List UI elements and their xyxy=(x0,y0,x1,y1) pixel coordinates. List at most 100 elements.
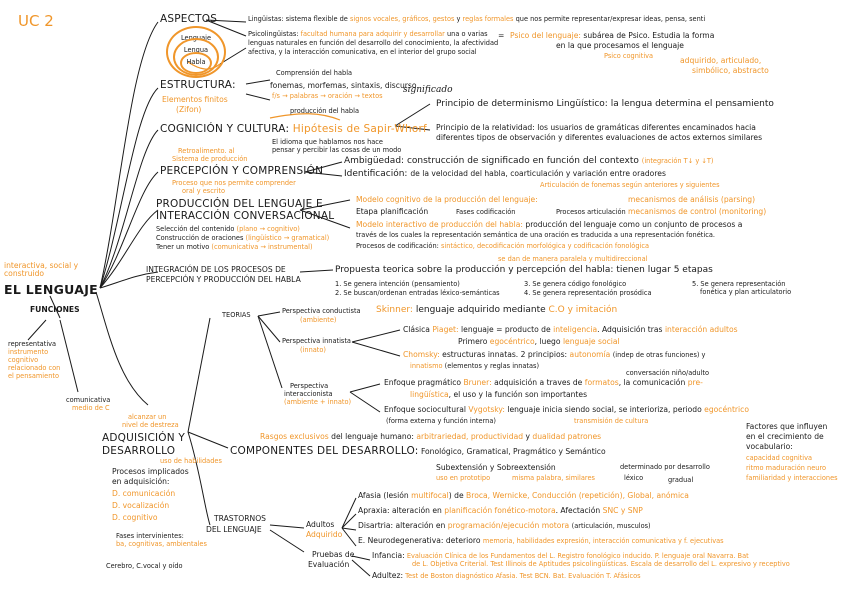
bruner-row: Enfoque pragmático Bruner: adquisición a… xyxy=(384,379,703,387)
infancia-label: Infancia: xyxy=(372,551,405,560)
aspectos-title: ASPECTOS xyxy=(160,13,218,25)
mecanismos-monitoring: mecanismos de control (monitoring) xyxy=(628,207,767,216)
linguistica-label: lingüística xyxy=(410,390,449,399)
disartria-articulacion: (articulación, musculos) xyxy=(571,522,651,530)
retroalimento-line-2: Sistema de producción xyxy=(172,155,248,163)
factor-ritmo: ritmo maduración neuro xyxy=(746,464,827,472)
neurodegenerativa-row: E. Neurodegenerativa: deterioro memoria,… xyxy=(358,537,724,545)
linguistas-reglas: reglas formales xyxy=(462,15,514,23)
extension-row: Subextensión y Sobreextensión xyxy=(436,464,556,472)
modelo-interactivo-text: producción del lenguaje como un conjunto… xyxy=(525,220,743,229)
factor-capacidad: capacidad cognitiva xyxy=(746,454,813,462)
cognicion-title: COGNICIÓN Y CULTURA: xyxy=(160,123,290,135)
rasgos-row: Rasgos exclusivos del lenguaje humano: a… xyxy=(260,433,601,441)
bruner-text-2: , la comunicación xyxy=(618,378,686,387)
lexico-label: léxico xyxy=(624,474,644,482)
principio-relatividad: Principio de la relatividad: los usuario… xyxy=(436,124,756,132)
chomsky-row: Chomsky: estructuras innatas. 2 principi… xyxy=(403,351,705,359)
integracion-title-1: INTEGRACIÓN DE LOS PROCESOS DE xyxy=(146,265,286,274)
vygotsky-forma: (forma externa y función interna) xyxy=(386,417,496,425)
construccion-label: Construcción de oraciones xyxy=(156,234,244,242)
skinner-label: Skinner: xyxy=(376,305,413,315)
innatista-innato: (innato) xyxy=(300,346,326,354)
enfoque-sociocultural: Enfoque sociocultural xyxy=(384,405,466,414)
egocentrico-vyg: egocéntrico xyxy=(704,405,749,414)
relatividad-line-2: diferentes tipos de observación y difere… xyxy=(436,133,763,142)
percepcion-title: PERCEPCIÓN Y COMPRENSIÓN xyxy=(160,165,324,177)
rasgos-text: del lenguaje humano: xyxy=(331,432,414,441)
afasia-label: Afasia (lesión xyxy=(358,491,409,500)
fases-title-2: ba, cognitivas, ambientales xyxy=(116,540,207,548)
integracion-step-3: 3. Se genera código fonológico xyxy=(524,280,627,288)
codificacion-o: sintáctico, decodificación morfológica y… xyxy=(440,242,650,250)
gradual-label: gradual xyxy=(668,476,694,484)
relatividad-label: Principio de la relatividad: xyxy=(436,123,535,132)
psicolinguistas-line-3: afectiva, y la interacción comunicativa,… xyxy=(248,48,477,56)
elementos-finitos: Elementos finitos xyxy=(162,95,228,104)
root-note-text: interactiva, social y construido xyxy=(4,261,79,278)
piaget-label: Piaget: xyxy=(432,325,459,334)
adquirido-label: Adquirido xyxy=(306,530,343,539)
factores-line-2: en el crecimiento de xyxy=(746,432,824,441)
afasia-de: ) de xyxy=(448,491,464,500)
percepcion-sub-2: oral y escrito xyxy=(182,187,225,195)
linguistas-end: que nos permite representar/expresar ide… xyxy=(515,15,706,23)
adultez-label: Adultez: xyxy=(372,571,403,580)
psicolinguistas-label: Psicolingüistas: xyxy=(248,30,299,38)
unit-heading: UC 2 xyxy=(18,12,54,30)
perspectiva-conductista: Perspectiva conductista xyxy=(282,307,361,315)
neuro-memoria: memoria, habilidades expresión, interacc… xyxy=(482,537,724,545)
factores-line-3: vocabulario: xyxy=(746,442,793,451)
ambiguedad-text: construcción de significado en función d… xyxy=(406,156,639,166)
pruebas-line-1: Pruebas de xyxy=(312,550,355,559)
transmision-cultura: transmisión de cultura xyxy=(574,417,649,425)
determinismo-label: Principio de determinismo Lingüístico: xyxy=(436,99,608,109)
estructura-title: ESTRUCTURA: xyxy=(160,79,236,91)
conductista-ambiente: (ambiente) xyxy=(300,316,337,324)
ambiguedad-integracion: (integración T↓ y ↓T) xyxy=(641,157,714,165)
chomsky-label: Chomsky: xyxy=(403,350,440,359)
produccion-title-1: PRODUCCIÓN DEL LENGUAJE E xyxy=(156,198,323,210)
trastornos-title-1: TRASTORNOS xyxy=(214,514,266,523)
cognicion-note-2: pensar y percibir las cosas de un modo xyxy=(272,146,402,154)
afasia-tipos: Broca, Wernicke, Conducción (repetición)… xyxy=(466,491,689,500)
funcion-rep-line-2: instrumento xyxy=(8,348,49,356)
root-note: interactiva, social y construido xyxy=(4,262,104,278)
etapa-planificacion: Etapa planificación xyxy=(356,207,429,216)
innatismo-label: innatismo xyxy=(410,362,443,370)
disartria-row: Disartria: alteración en programación/ej… xyxy=(358,522,651,530)
modelo-interactivo: Modelo interactivo de producción del hab… xyxy=(356,221,742,229)
apraxia-snc: SNC y SNP xyxy=(602,506,643,515)
luego-label: , luego xyxy=(534,337,561,346)
linguistas-y: y xyxy=(456,15,461,23)
perspectiva-interaccionista-1: Perspectiva xyxy=(290,382,329,390)
piaget-text: lenguaje = producto de xyxy=(461,325,551,334)
linguistas-definition: Lingüistas: sistema flexible de signos v… xyxy=(248,16,705,23)
modelo-interactivo-line-2: través de los cuales la representación s… xyxy=(356,231,715,239)
linguistas-label: Lingüistas: xyxy=(248,15,284,23)
tener-o: (comunicativa → instrumental) xyxy=(211,243,313,251)
relatividad-text: los usuarios de gramáticas diferentes en… xyxy=(537,123,756,132)
ambiguedad-label: Ambigüedad: xyxy=(344,156,405,166)
comprension-habla: Comprensión del habla xyxy=(276,69,353,77)
identificacion-label: Identificación: xyxy=(344,169,408,179)
construccion-o: (lingüístico → gramatical) xyxy=(245,234,330,242)
integracion-step-2: 2. Se buscan/ordenan entradas léxico-sem… xyxy=(335,289,500,297)
bruner-text: adquisición a traves de xyxy=(494,378,583,387)
funcion-representativa: representativa xyxy=(8,340,57,348)
integracion-step-5: 5. Se genera representación xyxy=(692,280,786,288)
funcion-comunicativa: comunicativa xyxy=(66,396,111,404)
zifon-note: (Zifon) xyxy=(176,105,202,114)
psicolinguistas-line-2: lenguas naturales en función del desarro… xyxy=(248,39,499,47)
teorias-title: TEORIAS xyxy=(222,311,251,319)
determinismo-text: la lengua determina el pensamiento xyxy=(610,99,774,109)
adultez-row: Adultez: Test de Boston diagnóstico Afas… xyxy=(372,572,641,580)
afasia-multifocal: multifocal xyxy=(411,491,449,500)
construccion-oraciones: Construcción de oraciones (lingüístico →… xyxy=(156,235,329,242)
circle-label-lengua: Lengua xyxy=(183,46,209,54)
rasgos-y: y xyxy=(525,432,530,441)
vygotsky-text: lenguaje inicia siendo social, se interi… xyxy=(507,405,702,414)
funcion-com-line-2: medio de C xyxy=(72,404,110,412)
factor-familiaridad: familiaridad y interacciones xyxy=(746,474,838,482)
